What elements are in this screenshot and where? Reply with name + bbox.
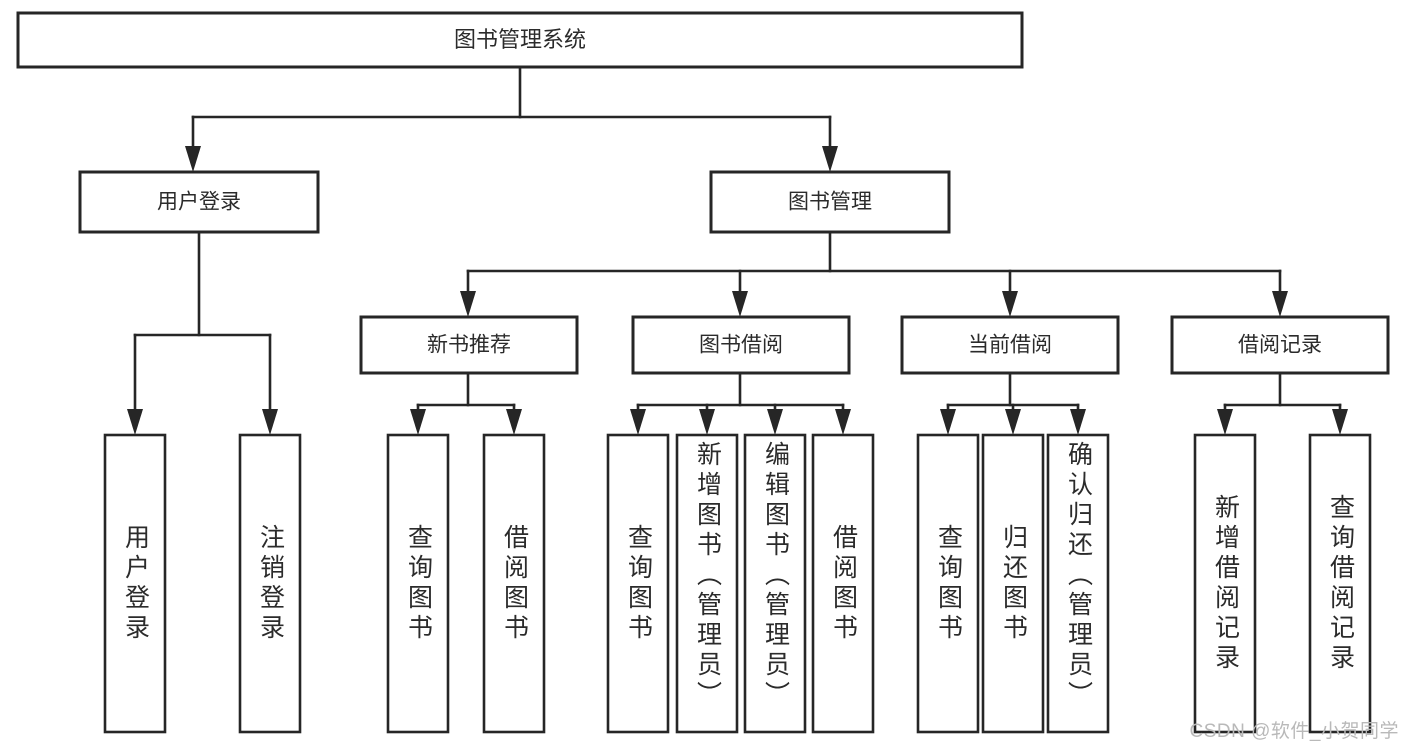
node-new-book-recommend-label: 新书推荐 — [427, 334, 511, 357]
node-system-title-label: 图书管理系统 — [454, 27, 586, 52]
node-system-title[interactable]: 图书管理系统 — [16, 11, 1024, 69]
csdn-watermark: CSDN @软件_小贺同学 — [1189, 721, 1399, 742]
leaf-rect-query-book-2[interactable] — [606, 433, 670, 734]
node-book-management[interactable]: 图书管理 — [709, 170, 951, 234]
connector-borrowrecord-to-leaves — [1217, 371, 1348, 435]
connector-root-to-level2 — [185, 65, 838, 172]
connector-bookborrow-to-leaves — [630, 371, 851, 435]
leaf-rect-add-record[interactable] — [1193, 433, 1257, 734]
connector-currentborrow-to-leaves — [940, 371, 1086, 435]
node-book-borrow[interactable]: 图书借阅 — [631, 315, 851, 375]
node-user-login[interactable]: 用户登录 — [78, 170, 320, 234]
node-user-login-label: 用户登录 — [157, 191, 241, 214]
connector-newbook-to-leaves — [410, 371, 522, 435]
leaf-rects — [103, 433, 1372, 734]
node-current-borrow[interactable]: 当前借阅 — [900, 315, 1120, 375]
node-book-borrow-label: 图书借阅 — [699, 334, 783, 357]
connector-userlogin-to-leaves — [127, 230, 278, 435]
leaf-rect-query-book-1[interactable] — [386, 433, 450, 734]
leaf-rect-user-login[interactable] — [103, 433, 167, 734]
connector-bookmgmt-to-level3 — [460, 230, 1288, 317]
node-book-management-label: 图书管理 — [788, 191, 872, 214]
node-new-book-recommend[interactable]: 新书推荐 — [359, 315, 579, 375]
leaf-rect-edit-book[interactable] — [743, 433, 807, 734]
node-borrow-record-label: 借阅记录 — [1238, 334, 1322, 357]
leaf-rect-return-book[interactable] — [981, 433, 1045, 734]
leaf-rect-confirm-return[interactable] — [1046, 433, 1110, 734]
leaf-rect-logout-login[interactable] — [238, 433, 302, 734]
node-current-borrow-label: 当前借阅 — [968, 334, 1052, 357]
leaf-rect-query-record[interactable] — [1308, 433, 1372, 734]
leaf-rect-add-book[interactable] — [675, 433, 739, 734]
leaf-rect-borrow-book-1[interactable] — [482, 433, 546, 734]
leaf-rect-borrow-book-2[interactable] — [811, 433, 875, 734]
node-borrow-record[interactable]: 借阅记录 — [1170, 315, 1390, 375]
leaf-rect-query-book-3[interactable] — [916, 433, 980, 734]
